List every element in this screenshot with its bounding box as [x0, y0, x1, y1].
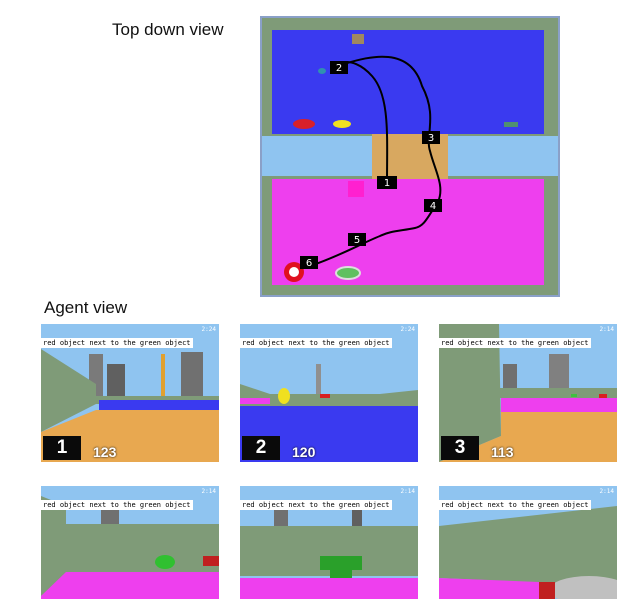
frame-badge: 1 — [43, 436, 81, 460]
agent-frame-2: red object next to the green object 2:24… — [240, 324, 418, 462]
agent-view-label: Agent view — [44, 298, 128, 317]
red-object — [293, 119, 315, 129]
top-down-map: 1 2 3 4 5 6 — [260, 16, 560, 297]
timer: 2:24 — [201, 326, 216, 333]
instruction-text: red object next to the green object — [439, 500, 591, 510]
path-marker-6: 6 — [300, 256, 318, 269]
agent-frame-4: red object next to the green object 2:14 — [41, 486, 219, 599]
top-down-view-label: Top down view — [112, 20, 224, 39]
svg-text:5: 5 — [354, 235, 360, 246]
score-readout: 113 — [491, 444, 514, 460]
instruction-text: red object next to the green object — [240, 338, 392, 348]
instruction-text: red object next to the green object — [240, 500, 392, 510]
score-readout: 123 — [93, 444, 117, 460]
instruction-text: red object next to the green object — [439, 338, 591, 348]
frame-badge: 3 — [441, 436, 479, 460]
blue-room-floor — [272, 30, 544, 134]
frame-badge: 2 — [242, 436, 280, 460]
svg-text:2: 2 — [336, 63, 342, 74]
timer: 2:14 — [201, 488, 216, 495]
yellow-object — [333, 120, 351, 128]
path-marker-3: 3 — [422, 131, 440, 144]
instruction-text: red object next to the green object — [41, 500, 193, 510]
path-marker-4: 4 — [424, 199, 442, 212]
timer: 2:14 — [400, 488, 415, 495]
svg-text:3: 3 — [428, 133, 434, 144]
svg-text:4: 4 — [430, 201, 436, 212]
agent-frame-5: red object next to the green object 2:14 — [240, 486, 418, 599]
timer: 2:14 — [599, 326, 614, 333]
agent-frame-1: red object next to the green object 2:24… — [41, 324, 219, 462]
timer: 2:24 — [400, 326, 415, 333]
magenta-room-floor — [272, 179, 544, 285]
path-marker-1: 1 — [377, 176, 397, 189]
green-object — [335, 266, 361, 280]
svg-text:6: 6 — [306, 258, 312, 269]
path-marker-5: 5 — [348, 233, 366, 246]
score-readout: 120 — [292, 444, 316, 460]
instruction-text: red object next to the green object — [41, 338, 193, 348]
svg-text:1: 1 — [384, 178, 390, 189]
timer: 2:14 — [599, 488, 614, 495]
agent-frame-6: red object next to the green object 2:14 — [439, 486, 617, 599]
pink-cube — [348, 181, 364, 197]
path-marker-2: 2 — [330, 61, 348, 74]
agent-frame-3: red object next to the green object 2:14… — [439, 324, 617, 462]
